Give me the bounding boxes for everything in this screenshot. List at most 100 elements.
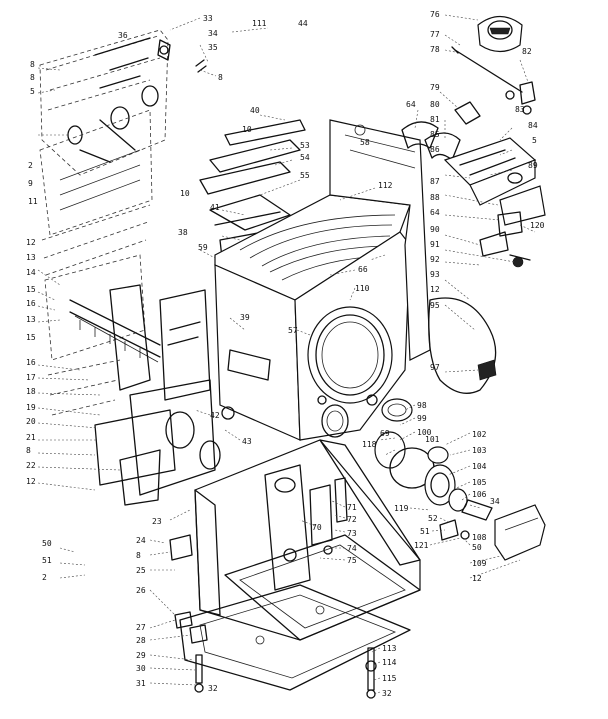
callout-20: 20 [26,417,36,426]
callout-16: 16 [26,299,36,308]
callout-labels: 33 36 34 35 111 44 8 8 5 8 76 77 78 82 7… [26,10,545,698]
callout-32: 32 [208,684,218,693]
base-frame [169,439,421,699]
leader-lines [37,14,536,695]
callout-102: 102 [472,430,487,439]
callout-64: 64 [406,100,416,109]
callout-52: 52 [428,514,438,523]
callout-84: 84 [528,121,538,130]
callout-43: 43 [242,437,252,446]
callout-55: 55 [300,171,310,180]
callout-110: 110 [355,284,370,293]
callout-13: 13 [26,253,36,262]
callout-69: 69 [380,429,390,438]
callout-72: 72 [347,515,357,524]
callout-27: 27 [136,623,146,632]
callout-10: 10 [242,125,252,134]
callout-31: 31 [136,679,146,688]
callout-44: 44 [298,19,308,28]
callout-112: 112 [378,181,393,190]
callout-22: 22 [26,461,36,470]
callout-5: 5 [532,136,537,145]
callout-73: 73 [347,529,357,538]
callout-89: 89 [528,161,538,170]
callout-30: 30 [136,664,146,673]
callout-108: 108 [472,533,487,542]
callout-9: 9 [28,179,33,188]
callout-74: 74 [347,544,357,553]
callout-106: 106 [472,490,487,499]
callout-28: 28 [136,636,146,645]
callout-8: 8 [218,73,223,82]
callout-2: 2 [42,573,47,582]
back-panel-left [44,254,221,506]
callout-13: 13 [26,315,36,324]
callout-93: 93 [430,270,440,279]
callout-41: 41 [210,203,220,212]
callout-87: 87 [430,177,440,186]
callout-58: 58 [360,138,370,147]
callout-105: 105 [472,478,487,487]
callout-120: 120 [530,221,545,230]
callout-26: 26 [136,586,146,595]
callout-119: 119 [394,504,409,513]
callout-12: 12 [472,574,482,583]
callout-78: 78 [430,45,440,54]
right-side-components [401,15,546,394]
callout-79: 79 [430,83,440,92]
callout-91: 91 [430,240,440,249]
callout-8: 8 [30,60,35,69]
callout-39: 39 [240,313,250,322]
callout-17: 17 [26,373,36,382]
callout-80: 80 [430,100,440,109]
callout-34: 34 [208,29,218,38]
callout-92: 92 [430,255,440,264]
callout-97: 97 [430,363,440,372]
callout-35: 35 [208,43,218,52]
callout-23: 23 [152,517,162,526]
callout-75: 75 [347,556,357,565]
callout-76: 76 [430,10,440,19]
callout-2: 2 [28,161,33,170]
callout-11: 11 [28,197,38,206]
callout-83: 83 [515,105,525,114]
callout-86: 86 [430,145,440,154]
callout-34: 34 [490,497,500,506]
callout-50: 50 [472,543,482,552]
callout-121: 121 [414,541,429,550]
callout-95: 95 [430,301,440,310]
tub-front-components [374,398,546,561]
callout-111: 111 [252,19,267,28]
callout-114: 114 [382,658,397,667]
callout-33: 33 [203,14,213,23]
cabinet-assembly [214,119,431,441]
callout-104: 104 [472,462,487,471]
callout-10: 10 [180,189,190,198]
callout-98: 98 [417,401,427,410]
callout-64: 64 [430,208,440,217]
callout-8: 8 [26,446,31,455]
callout-77: 77 [430,30,440,39]
callout-32: 32 [382,689,392,698]
callout-15: 15 [26,285,36,294]
callout-50: 50 [42,539,52,548]
callout-12: 12 [430,285,440,294]
callout-85: 85 [430,130,440,139]
callout-113: 113 [382,644,397,653]
callout-54: 54 [300,153,310,162]
callout-57: 57 [288,326,298,335]
control-panel-assembly [39,29,207,276]
callout-90: 90 [430,225,440,234]
callout-82: 82 [522,47,532,56]
callout-21: 21 [26,433,36,442]
callout-88: 88 [430,193,440,202]
callout-109: 109 [472,559,487,568]
callout-70: 70 [312,523,322,532]
callout-5: 5 [30,87,35,96]
callout-25: 25 [136,566,146,575]
callout-29: 29 [136,651,146,660]
callout-71: 71 [347,503,357,512]
callout-59: 59 [198,243,208,252]
callout-15: 15 [26,333,36,342]
